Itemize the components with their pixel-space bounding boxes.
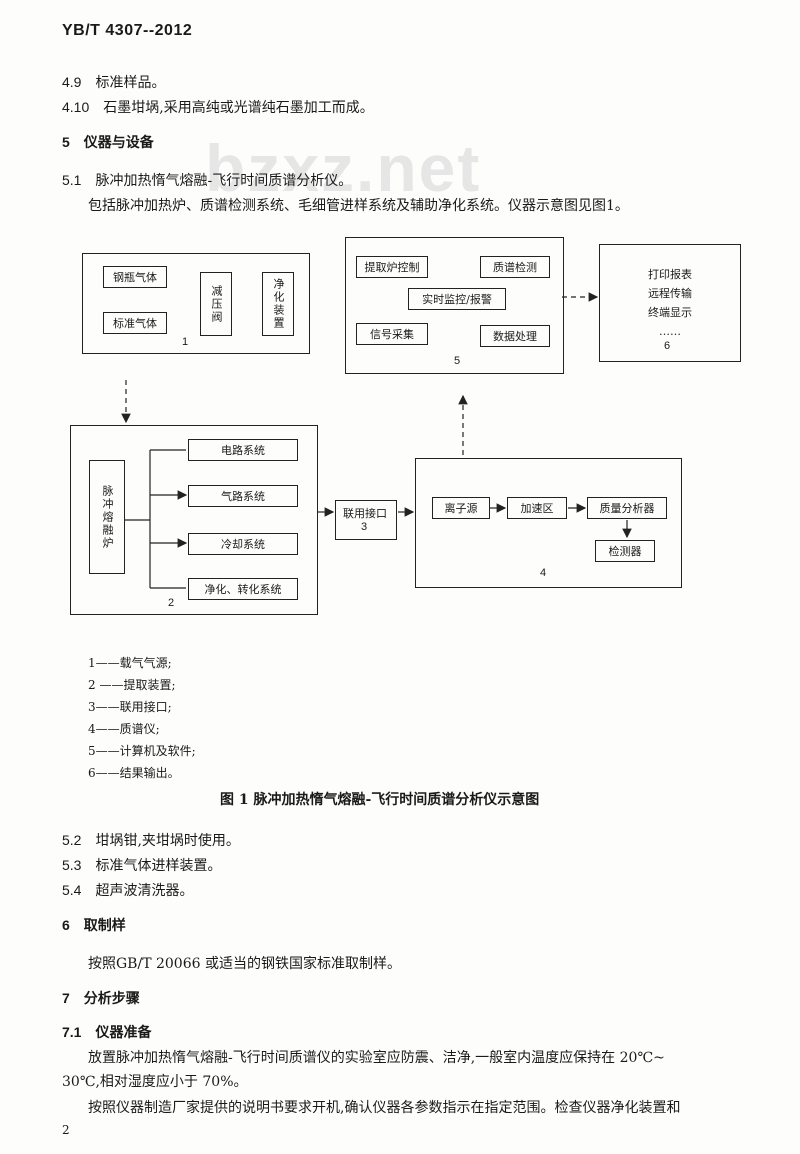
legend-item-2: 2 ——提取装置;	[88, 678, 176, 692]
computer-software-box	[345, 237, 564, 374]
gas-source-box	[82, 253, 310, 354]
box-3-number: 3	[361, 521, 368, 533]
box-2-number: 2	[168, 597, 175, 609]
acceleration-zone-box: 加速区	[507, 497, 567, 519]
diagram-connectors	[121, 292, 632, 589]
item-7-1-paragraph-2: 按照仪器制造厂家提供的说明书要求开机,确认仪器各参数指示在指定范围。检查仪器净化…	[88, 1100, 681, 1116]
signal-acquisition-box: 信号采集	[356, 323, 428, 345]
pulse-furnace-box: 脉冲熔融炉	[89, 460, 125, 574]
legend-item-5: 5——计算机及软件;	[88, 744, 196, 758]
ms-detection-box: 质谱检测	[480, 256, 550, 278]
furnace-control-box: 提取炉控制	[356, 256, 428, 278]
mass-spectrometer-box	[415, 458, 682, 588]
section-6-text: 按照GB/T 20066 或适当的钢铁国家标准取制样。	[88, 956, 401, 972]
gas-path-system-box: 气路系统	[188, 485, 298, 507]
box-1-number: 1	[182, 336, 189, 348]
ion-source-box: 离子源	[432, 497, 490, 519]
result-output-lines: 打印报表 远程传输 终端显示 ……	[648, 268, 692, 338]
box-6-number: 6	[664, 340, 671, 352]
cylinder-gas-box: 钢瓶气体	[103, 266, 167, 288]
extraction-device-box	[70, 425, 318, 615]
legend-item-1: 1——载气气源;	[88, 656, 172, 670]
item-7-1-paragraph-1b: 30℃,相对湿度应小于 70%。	[62, 1074, 248, 1090]
item-7-1-paragraph-1a: 放置脉冲加热惰气熔融-飞行时间质谱仪的实验室应防震、洁净,一般室内温度应保持在 …	[88, 1050, 665, 1066]
legend-item-3: 3——联用接口;	[88, 700, 172, 714]
box-5-number: 5	[454, 355, 461, 367]
data-processing-box: 数据处理	[480, 325, 550, 347]
realtime-monitor-box: 实时监控/报警	[408, 288, 506, 310]
legend-item-6: 6——结果输出。	[88, 766, 180, 780]
page-number: 2	[62, 1123, 70, 1137]
box-4-number: 4	[540, 567, 547, 579]
legend-item-4: 4——质谱仪;	[88, 722, 160, 736]
document-header: YB/T 4307--2012	[62, 22, 193, 39]
circuit-system-box: 电路系统	[188, 439, 298, 461]
pressure-valve-box: 减压阀	[200, 272, 232, 336]
purifier-box: 净化装置	[262, 272, 294, 336]
figure-caption: 图 1 脉冲加热惰气熔融-飞行时间质谱分析仪示意图	[220, 792, 540, 808]
detector-box: 检测器	[595, 540, 655, 562]
interface-box	[335, 500, 397, 540]
standard-gas-box: 标准气体	[103, 312, 167, 334]
watermark: bzxz.net	[205, 131, 482, 205]
result-output-box	[599, 244, 741, 362]
purification-system-box: 净化、转化系统	[188, 578, 298, 600]
interface-label: 联用接口	[343, 508, 387, 520]
item-5-1-description: 包括脉冲加热炉、质谱检测系统、毛细管进样系统及辅助净化系统。仪器示意图见图1。	[88, 198, 629, 214]
mass-analyzer-box: 质量分析器	[587, 497, 667, 519]
cooling-system-box: 冷却系统	[188, 533, 298, 555]
